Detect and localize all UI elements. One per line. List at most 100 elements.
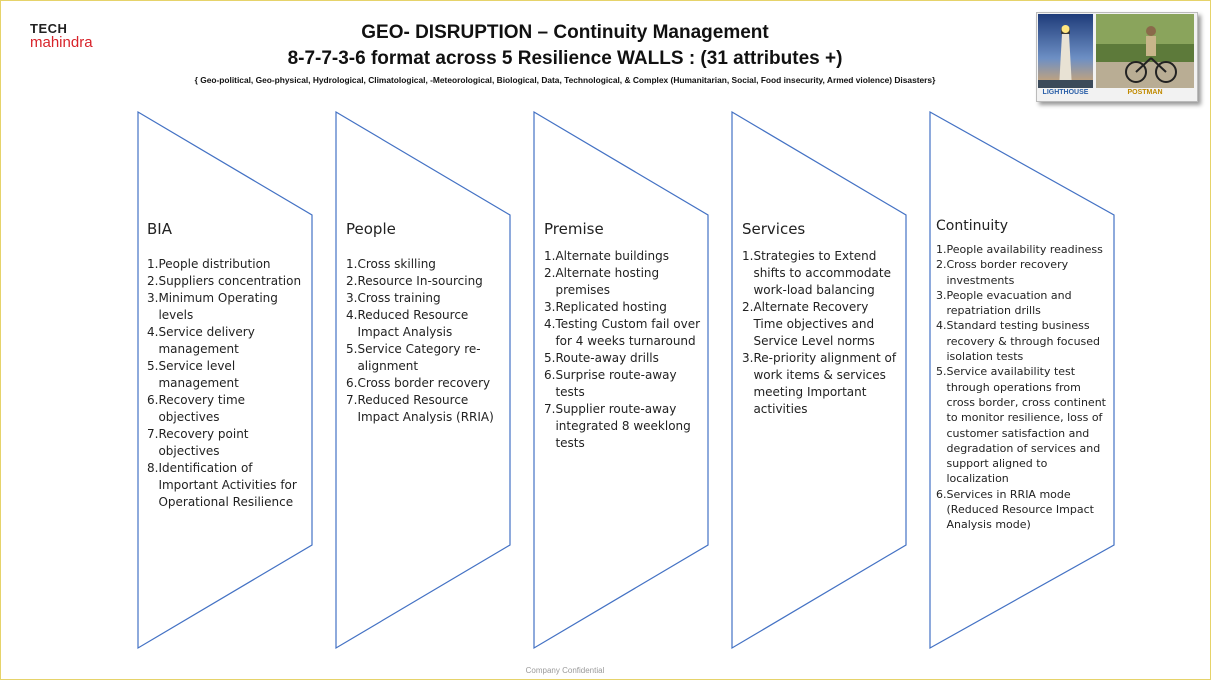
- item-text: Strategies to Extend shifts to accommoda…: [753, 249, 891, 297]
- item-text: Suppliers concentration: [158, 274, 302, 288]
- item-number: 1.: [346, 257, 358, 271]
- list-item: 5.Service availability test through oper…: [936, 364, 1108, 486]
- item-text: Testing Custom fail over for 4 weeks tur…: [555, 317, 701, 348]
- item-text: Service availability test through operat…: [946, 365, 1106, 486]
- wall-shape-continuity: [929, 110, 1115, 650]
- item-number: 4.: [936, 319, 947, 333]
- list-item: 5.Service Category re-alignment: [346, 341, 506, 375]
- item-text: Cross border recovery: [357, 376, 491, 390]
- item-number: 3.: [147, 291, 159, 305]
- list-item: 3.Re-priority alignment of work items & …: [742, 350, 900, 418]
- item-text: Minimum Operating levels: [158, 291, 278, 322]
- item-text: People evacuation and repatriation drill…: [946, 288, 1072, 318]
- list-item: 7.Recovery point objectives: [147, 426, 309, 460]
- item-text: People availability readiness: [946, 243, 1103, 256]
- wall-items: 1.Alternate buildings 2.Alternate hostin…: [544, 248, 704, 452]
- item-text: Replicated hosting: [555, 300, 667, 314]
- wall-items: 1.Strategies to Extend shifts to accommo…: [742, 248, 900, 418]
- item-text: Cross training: [357, 291, 441, 305]
- item-text: Services in RRIA mode (Reduced Resource …: [946, 487, 1094, 532]
- item-number: 1.: [936, 243, 947, 256]
- lighthouse-caption: LIGHTHOUSE: [1042, 89, 1089, 96]
- list-item: 5.Route-away drills: [544, 350, 704, 367]
- postman-caption: POSTMAN: [1127, 89, 1163, 96]
- logo-line1: TECH: [30, 21, 68, 36]
- list-item: 7.Reduced Resource Impact Analysis (RRIA…: [346, 392, 506, 426]
- list-item: 1.Strategies to Extend shifts to accommo…: [742, 248, 900, 299]
- wall-items: 1.People availability readiness 2.Cross …: [936, 242, 1108, 533]
- wall-premise: Premise 1.Alternate buildings 2.Alternat…: [544, 220, 704, 452]
- list-item: 8.Identification of Important Activities…: [147, 460, 309, 511]
- wall-shape-premise: [533, 110, 709, 650]
- item-text: Supplier route-away integrated 8 weeklon…: [555, 402, 691, 450]
- list-item: 1.People availability readiness: [936, 242, 1108, 257]
- wall-items: 1.People distribution 2.Suppliers concen…: [147, 256, 309, 511]
- item-text: Alternate Recovery Time objectives and S…: [753, 300, 875, 348]
- item-number: 5.: [147, 359, 159, 373]
- list-item: 3.Minimum Operating levels: [147, 290, 309, 324]
- list-item: 6.Surprise route-away tests: [544, 367, 704, 401]
- item-number: 3.: [346, 291, 358, 305]
- list-item: 7.Supplier route-away integrated 8 weekl…: [544, 401, 704, 452]
- item-number: 7.: [147, 427, 159, 441]
- item-number: 4.: [346, 308, 358, 322]
- item-text: Standard testing business recovery & thr…: [946, 319, 1101, 364]
- list-item: 4.Reduced Resource Impact Analysis: [346, 307, 506, 341]
- item-number: 5.: [936, 365, 947, 379]
- item-number: 1.: [147, 257, 159, 271]
- list-item: 6.Recovery time objectives: [147, 392, 309, 426]
- list-item: 4.Service delivery management: [147, 324, 309, 358]
- wall-bia: BIA 1.People distribution 2.Suppliers co…: [147, 220, 309, 511]
- wall-title: Services: [742, 220, 806, 238]
- item-number: 4.: [147, 325, 159, 339]
- item-text: Recovery time objectives: [158, 393, 246, 424]
- list-item: 3.Cross training: [346, 290, 506, 307]
- item-text: People distribution: [158, 257, 271, 271]
- list-item: 6.Services in RRIA mode (Reduced Resourc…: [936, 487, 1108, 533]
- list-item: 2.Cross border recovery investments: [936, 257, 1108, 288]
- list-item: 2.Suppliers concentration: [147, 273, 309, 290]
- list-item: 6.Cross border recovery: [346, 375, 506, 392]
- wall-title: Premise: [544, 220, 604, 238]
- item-text: Service delivery management: [158, 325, 255, 356]
- item-number: 2.: [936, 258, 947, 272]
- logo-line2: mahindra: [30, 34, 93, 51]
- wall-shape-bia: [137, 110, 313, 650]
- item-number: 6.: [147, 393, 159, 407]
- list-item: 1.Alternate buildings: [544, 248, 704, 265]
- item-number: 2.: [742, 300, 754, 314]
- item-text: Alternate buildings: [555, 249, 669, 263]
- item-text: Resource In-sourcing: [357, 274, 483, 288]
- item-number: 7.: [544, 402, 556, 416]
- item-text: Recovery point objectives: [158, 427, 249, 458]
- tech-mahindra-logo: TECH mahindra: [30, 22, 93, 51]
- item-number: 1.: [742, 249, 754, 263]
- item-text: Route-away drills: [555, 351, 659, 365]
- item-number: 5.: [346, 342, 358, 356]
- disaster-types-line: { Geo-political, Geo-physical, Hydrologi…: [194, 75, 936, 85]
- item-number: 3.: [544, 300, 556, 314]
- item-text: Reduced Resource Impact Analysis: [357, 308, 469, 339]
- list-item: 5.Service level management: [147, 358, 309, 392]
- wall-shape-people: [335, 110, 511, 650]
- item-number: 6.: [936, 487, 947, 501]
- item-number: 5.: [544, 351, 556, 365]
- item-number: 3.: [742, 351, 754, 365]
- item-number: 8.: [147, 461, 159, 475]
- item-number: 3.: [936, 288, 947, 302]
- page-title: GEO- DISRUPTION – Continuity Management: [361, 22, 769, 43]
- item-number: 4.: [544, 317, 556, 331]
- postman-image: [1096, 14, 1194, 88]
- list-item: 1.Cross skilling: [346, 256, 506, 273]
- list-item: 3.People evacuation and repatriation dri…: [936, 288, 1108, 319]
- item-number: 6.: [544, 368, 556, 382]
- item-number: 2.: [346, 274, 358, 288]
- wall-title: BIA: [147, 220, 172, 238]
- item-number: 1.: [544, 249, 556, 263]
- item-number: 6.: [346, 376, 358, 390]
- list-item: 4.Testing Custom fail over for 4 weeks t…: [544, 316, 704, 350]
- wall-people: People 1.Cross skilling 2.Resource In-so…: [346, 220, 506, 426]
- wall-services: Services 1.Strategies to Extend shifts t…: [742, 220, 900, 418]
- item-text: Identification of Important Activities f…: [158, 461, 297, 509]
